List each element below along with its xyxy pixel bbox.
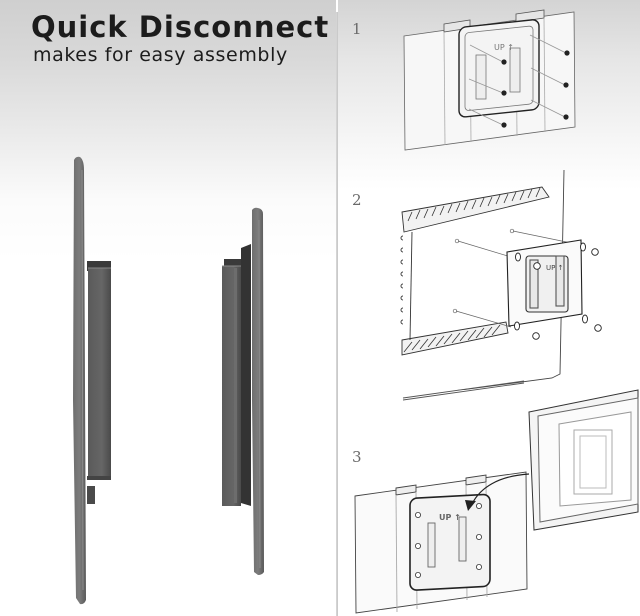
headline-subtitle: makes for easy assembly [33,44,288,66]
step-3-diagram: UP ↑ [354,380,639,614]
step-2-diagram: UP ↑ [400,170,602,390]
right-plate-icon [222,207,264,575]
headline-title: Quick Disconnect [31,10,330,44]
product-side-profile-image [73,156,264,605]
hang-arrow-icon [471,473,530,505]
panel-divider [336,12,338,616]
step-3-number: 3 [352,448,362,466]
step-3-up-label: UP ↑ [439,513,461,522]
step-1-diagram: UP ↑ [403,9,576,151]
headline: Quick Disconnect makes for easy assembly [31,10,330,66]
step-2-up-label: UP ↑ [546,264,563,272]
photo-panel [0,0,336,616]
left-plate-icon [73,156,111,605]
step-2-number: 2 [352,191,362,209]
step-1-up-label: UP ↑ [494,43,514,52]
step-1-number: 1 [352,20,362,38]
